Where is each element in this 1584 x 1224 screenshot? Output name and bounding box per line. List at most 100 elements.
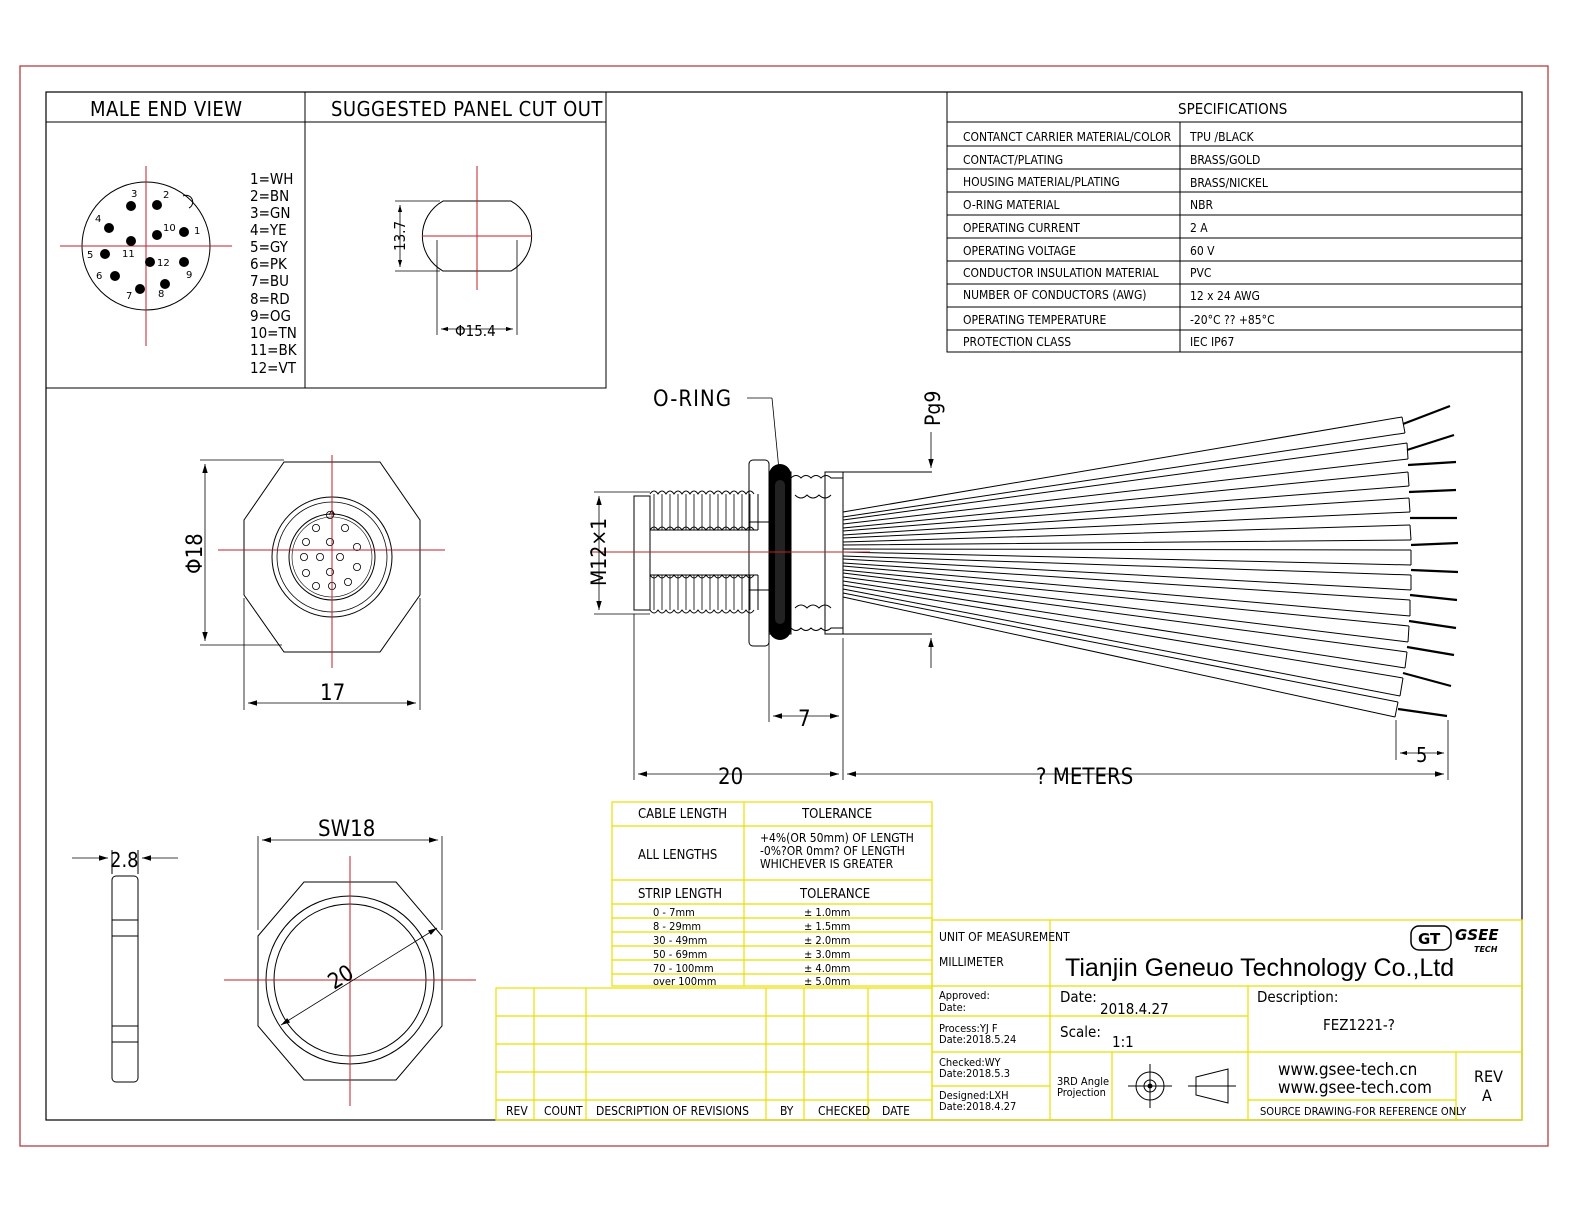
date-value: 2018.4.27 xyxy=(1100,1000,1169,1018)
svg-text:Date:2018.4.27: Date:2018.4.27 xyxy=(939,1100,1016,1113)
svg-text:BRASS/GOLD: BRASS/GOLD xyxy=(1190,153,1260,167)
svg-text:± 2.0mm: ± 2.0mm xyxy=(804,934,850,947)
svg-text:8 - 29mm: 8 - 29mm xyxy=(653,920,701,933)
dim-thread: M12×1 xyxy=(587,518,611,586)
description-value: FEZ1221-? xyxy=(1323,1016,1395,1034)
svg-text:± 5.0mm: ± 5.0mm xyxy=(804,975,850,988)
svg-text:NUMBER OF CONDUCTORS (AWG): NUMBER OF CONDUCTORS (AWG) xyxy=(963,288,1147,302)
svg-text:CABLE LENGTH: CABLE LENGTH xyxy=(638,807,727,822)
svg-text:7=BU: 7=BU xyxy=(250,272,289,290)
svg-text:30 - 49mm: 30 - 49mm xyxy=(653,934,707,947)
svg-text:TOLERANCE: TOLERANCE xyxy=(801,807,872,822)
svg-text:HOUSING MATERIAL/PLATING: HOUSING MATERIAL/PLATING xyxy=(963,175,1120,189)
svg-text:8=RD: 8=RD xyxy=(250,290,290,308)
svg-text:1=WH: 1=WH xyxy=(250,170,293,188)
svg-text:11: 11 xyxy=(122,249,135,260)
dim-pg9: Pg9 xyxy=(921,391,945,426)
svg-text:PROTECTION CLASS: PROTECTION CLASS xyxy=(963,335,1071,349)
website-com: www.gsee-tech.com xyxy=(1278,1078,1432,1098)
svg-text:70 - 100mm: 70 - 100mm xyxy=(653,962,714,975)
svg-text:O-RING MATERIAL: O-RING MATERIAL xyxy=(963,198,1060,212)
nut-side-view xyxy=(72,850,178,1083)
o-ring-label: O-RING xyxy=(653,387,732,412)
specifications-title: SPECIFICATIONS xyxy=(1178,100,1287,118)
svg-text:CONTACT/PLATING: CONTACT/PLATING xyxy=(963,153,1063,167)
svg-text:12 x 24 AWG: 12 x 24 AWG xyxy=(1190,289,1260,303)
svg-text:10=TN: 10=TN xyxy=(250,324,297,342)
view-panels xyxy=(45,91,607,389)
svg-text:50 - 69mm: 50 - 69mm xyxy=(653,948,707,961)
revisions-table xyxy=(495,987,933,1121)
spec-rows: CONTANCT CARRIER MATERIAL/COLOR TPU /BLA… xyxy=(963,130,1275,349)
dim-nut-dia: 20 xyxy=(324,961,359,996)
svg-text:6=PK: 6=PK xyxy=(250,255,288,273)
panel-height-dim: 13.7 xyxy=(391,221,409,251)
description-label: Description: xyxy=(1257,988,1338,1006)
dim-7: 7 xyxy=(798,707,811,732)
svg-text:± 3.0mm: ± 3.0mm xyxy=(804,948,850,961)
svg-text:4: 4 xyxy=(95,214,101,225)
svg-text:PVC: PVC xyxy=(1190,266,1211,280)
svg-text:3: 3 xyxy=(131,189,137,200)
svg-text:Checked:WY: Checked:WY xyxy=(939,1056,1002,1069)
svg-text:COUNT: COUNT xyxy=(544,1104,583,1118)
svg-text:OPERATING TEMPERATURE: OPERATING TEMPERATURE xyxy=(963,313,1106,327)
dim-strip-5: 5 xyxy=(1416,743,1427,767)
male-end-view-title: MALE END VIEW xyxy=(90,97,243,121)
svg-text:Approved:: Approved: xyxy=(939,989,990,1002)
pin-numbers: 1 2 3 4 5 6 7 8 9 10 11 12 xyxy=(87,189,200,302)
svg-text:4=YE: 4=YE xyxy=(250,221,287,239)
svg-text:5: 5 xyxy=(87,250,93,261)
title-block xyxy=(931,919,1523,1121)
projection-line1: 3RD Angle xyxy=(1057,1075,1109,1088)
scale-value: 1:1 xyxy=(1112,1033,1134,1051)
svg-text:CONDUCTOR INSULATION MATERIAL: CONDUCTOR INSULATION MATERIAL xyxy=(963,266,1159,280)
svg-text:8: 8 xyxy=(158,289,164,300)
pin-color-legend: 1=WH 2=BN 3=GN 4=YE 5=GY 6=PK 7=BU 8=RD … xyxy=(250,170,298,377)
projection-line2: Projection xyxy=(1057,1086,1106,1099)
svg-text:60 V: 60 V xyxy=(1190,244,1215,258)
side-view xyxy=(633,459,932,647)
svg-text:Date:2018.5.24: Date:2018.5.24 xyxy=(939,1033,1016,1046)
svg-text:1: 1 xyxy=(194,226,200,237)
dim-17: 17 xyxy=(320,681,345,706)
svg-text:BRASS/NICKEL: BRASS/NICKEL xyxy=(1190,176,1268,190)
svg-text:DESCRIPTION OF REVISIONS: DESCRIPTION OF REVISIONS xyxy=(596,1104,749,1118)
svg-text:2 A: 2 A xyxy=(1190,221,1208,235)
unit-value: MILLIMETER xyxy=(939,955,1004,969)
svg-text:11=BK: 11=BK xyxy=(250,341,298,359)
svg-text:OPERATING VOLTAGE: OPERATING VOLTAGE xyxy=(963,244,1076,258)
svg-text:9=OG: 9=OG xyxy=(250,307,291,325)
company-logo: GT GSEE TECH xyxy=(1410,925,1499,954)
website-cn: www.gsee-tech.cn xyxy=(1278,1060,1417,1080)
svg-text:WHICHEVER IS GREATER: WHICHEVER IS GREATER xyxy=(760,857,894,871)
panel-width-dim: Φ15.4 xyxy=(455,322,496,340)
specifications-table xyxy=(946,91,1523,353)
svg-text:Designed:LXH: Designed:LXH xyxy=(939,1089,1009,1102)
svg-text:12=VT: 12=VT xyxy=(250,359,297,377)
svg-text:10: 10 xyxy=(163,223,176,234)
svg-text:2: 2 xyxy=(163,190,169,201)
pin-dots xyxy=(100,200,189,294)
svg-text:0 - 7mm: 0 - 7mm xyxy=(653,906,695,919)
svg-text:BY: BY xyxy=(780,1104,794,1118)
svg-text:2=BN: 2=BN xyxy=(250,187,289,205)
revisions-headers: REV COUNT DESCRIPTION OF REVISIONS BY CH… xyxy=(506,1104,910,1118)
svg-text:STRIP LENGTH: STRIP LENGTH xyxy=(638,887,722,902)
svg-text:5=GY: 5=GY xyxy=(250,238,289,256)
svg-text:3=GN: 3=GN xyxy=(250,204,290,222)
svg-text:NBR: NBR xyxy=(1190,198,1213,212)
svg-text:TECH: TECH xyxy=(1474,945,1498,954)
rev-label: REV xyxy=(1474,1067,1503,1086)
wire-ends xyxy=(1397,404,1459,718)
svg-text:± 4.0mm: ± 4.0mm xyxy=(804,962,850,975)
nut-front-view xyxy=(224,836,476,1106)
unit-label: UNIT OF MEASUREMENT xyxy=(939,930,1070,944)
svg-text:Date:2018.5.3: Date:2018.5.3 xyxy=(939,1067,1010,1080)
panel-cutout-title: SUGGESTED PANEL CUT OUT xyxy=(331,97,603,121)
svg-text:6: 6 xyxy=(96,271,102,282)
pin-face xyxy=(60,166,232,346)
company-name: Tianjin Geneuo Technology Co.,Ltd xyxy=(1065,954,1454,982)
side-view-dims xyxy=(594,397,1449,780)
